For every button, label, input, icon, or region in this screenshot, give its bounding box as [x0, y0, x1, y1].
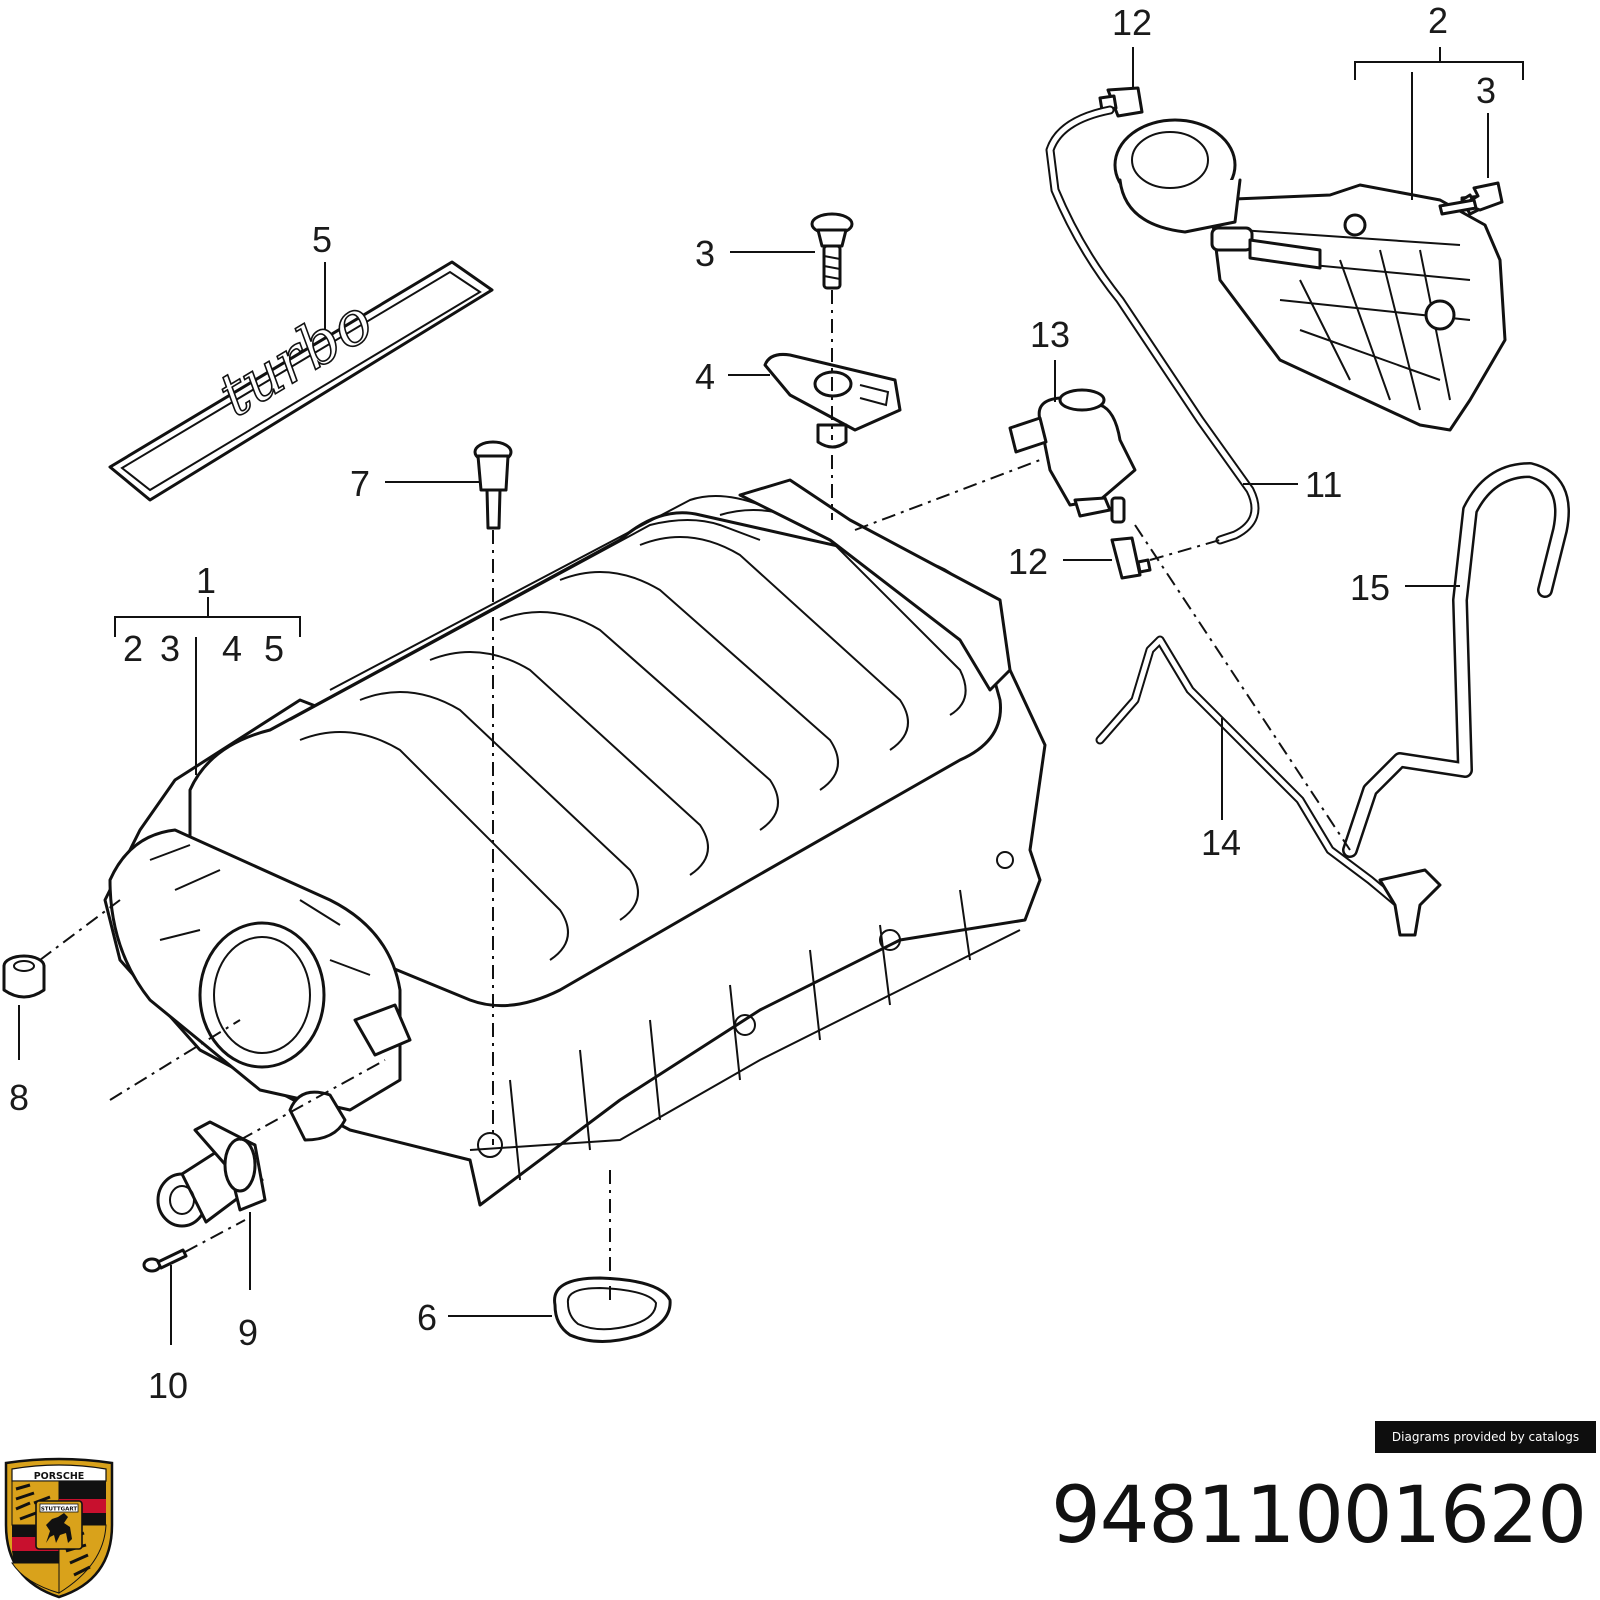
- callout-12-mid: 12: [1008, 541, 1048, 582]
- hose-part-15: [1342, 462, 1570, 858]
- callout-1-member-5: 5: [264, 628, 284, 669]
- callout-14: 14: [1201, 822, 1241, 863]
- gasket-part-6: [553, 1276, 672, 1343]
- solenoid-valve-part-13: [1008, 388, 1137, 524]
- assembly-lines: [39, 290, 1351, 1300]
- callout-12-top: 12: [1112, 2, 1152, 43]
- callout-9: 9: [238, 1312, 258, 1353]
- turbo-cover-plate: turbo: [108, 260, 494, 502]
- callout-4: 4: [695, 356, 715, 397]
- callout-2: 2: [1428, 0, 1448, 41]
- callout-10: 10: [148, 1365, 188, 1406]
- crest-city-text: STUTTGART: [41, 1507, 78, 1513]
- intake-manifold: [103, 478, 1047, 1207]
- callout-3-top: 3: [695, 233, 715, 274]
- callout-13: 13: [1030, 314, 1070, 355]
- callout-6: 6: [417, 1297, 437, 1338]
- callout-1-member-2: 2: [123, 628, 143, 669]
- callout-7: 7: [350, 463, 370, 504]
- callout-8: 8: [9, 1077, 29, 1118]
- callout-1: 1: [196, 560, 216, 601]
- vacuum-line-part-11: [1045, 105, 1260, 545]
- screw-part-10: [142, 1248, 188, 1273]
- part-number: 94811001620: [1051, 1471, 1587, 1561]
- callout-1-member-3: 3: [160, 628, 180, 669]
- callouts: 5 3 4 7 1 2 3 4 5 8 9 10 6 12 2 3 13 11 …: [9, 0, 1496, 1406]
- bolt-part-3-right: [1438, 181, 1504, 216]
- grommet-part-8: [2, 954, 46, 999]
- bolt-part-3: [810, 212, 854, 290]
- callout-1-member-4: 4: [222, 628, 242, 669]
- sensor-bracket-part-4: [763, 353, 902, 449]
- hose-fitting-part-12-mid: [1110, 536, 1152, 580]
- leader-lines: [18, 47, 1524, 1345]
- sensor-part-9: [156, 1120, 267, 1228]
- callout-5: 5: [312, 219, 332, 260]
- hose-line-part-14: [1095, 635, 1442, 937]
- porsche-crest-logo: PORSCHE STUTTGART: [4, 1457, 114, 1599]
- crest-top-text: PORSCHE: [34, 1471, 85, 1482]
- callout-11: 11: [1305, 464, 1342, 505]
- callout-3-right: 3: [1476, 70, 1496, 111]
- actuator-bracket-part-2: [1113, 118, 1507, 432]
- plug-part-7: [473, 440, 513, 530]
- callout-15: 15: [1350, 567, 1390, 608]
- diagram-credit-label: Diagrams provided by catalogs parts: [1375, 1421, 1596, 1476]
